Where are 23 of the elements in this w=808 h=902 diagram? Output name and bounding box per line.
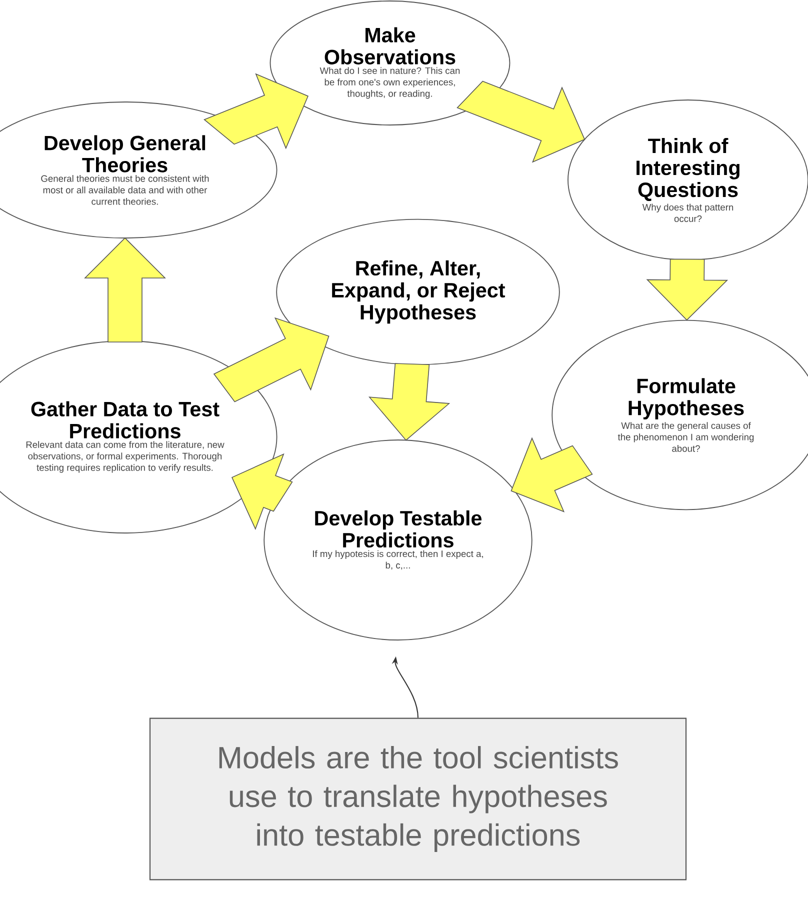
- ellipse-description: Relevant data can come from the literature, new observations, or formal experiments. Thorough testing requires replication to verify results.: [26, 441, 224, 473]
- ellipse-description: If my hypotesis is correct, then I expect a, b, c,...: [313, 550, 483, 570]
- block-arrow: [646, 258, 728, 321]
- ellipse-description: What do I see in nature? This can be from one's own experiences, thoughts, or reading.: [320, 67, 460, 99]
- ellipse-title: Refine, Alter, Expand, or Reject Hypotheses: [332, 260, 506, 324]
- note-box: Models are the tool scientists use to translate hypotheses into testable predictions: [149, 718, 687, 880]
- ellipse-title: Gather Data to Test Predictions: [31, 401, 220, 438]
- ellipse-title: Develop General Theories: [44, 135, 206, 172]
- block-arrow: [84, 237, 166, 342]
- ellipse-title: Formulate Hypotheses: [628, 378, 744, 420]
- ellipse-description: General theories must be consistent with most or all available data and with other current theories.: [41, 175, 209, 205]
- block-arrow: [456, 80, 586, 163]
- ellipse-title: Make Observations: [324, 27, 456, 64]
- block-arrow: [510, 437, 593, 512]
- ellipse-title: Think of Interesting Questions: [636, 138, 740, 202]
- ellipse-description: What are the general causes of the phenomenon I am wondering about?: [618, 422, 754, 452]
- step-ellipse: [264, 440, 532, 640]
- block-arrow: [368, 363, 450, 441]
- block-arrow: [204, 73, 309, 150]
- ellipse-title: Develop Testable Predictions: [315, 510, 482, 548]
- block-arrow: [231, 453, 293, 530]
- step-ellipse: [276, 218, 560, 366]
- ellipse-description: Why does that pattern occur?: [642, 204, 734, 222]
